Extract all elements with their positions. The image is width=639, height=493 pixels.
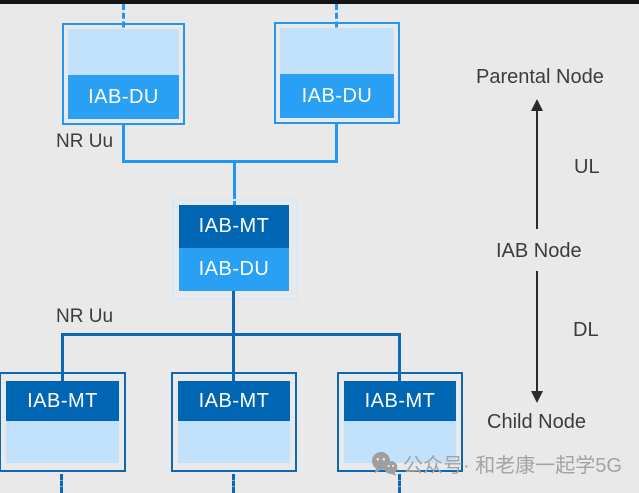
connector-to-iab-node bbox=[233, 160, 236, 206]
iab-node-frame bbox=[172, 199, 298, 300]
dashed-link-child-3 bbox=[398, 474, 401, 493]
dl-label: DL bbox=[573, 319, 599, 341]
dl-arrow-shaft bbox=[536, 271, 538, 393]
iab-node-label: IAB Node bbox=[496, 240, 582, 262]
dashed-link-parent-2 bbox=[335, 4, 338, 45]
iab-node-mt-label: IAB-MT bbox=[179, 205, 289, 248]
ul-arrow-shaft bbox=[536, 109, 538, 229]
parent-node-2-du-label: IAB-DU bbox=[280, 74, 394, 118]
parent-node-1-body bbox=[68, 29, 179, 75]
parent-node-2-body bbox=[280, 28, 394, 74]
ul-label: UL bbox=[574, 156, 600, 178]
watermark-text: 公众号· 和老康一起学5G bbox=[403, 455, 622, 477]
dl-arrow-icon bbox=[530, 271, 544, 403]
child-node-2: IAB-MT bbox=[171, 372, 297, 472]
iab-node-du-label: IAB-DU bbox=[179, 248, 289, 291]
iab-node: IAB-MT IAB-DU bbox=[179, 205, 289, 291]
child-node-3: IAB-MT bbox=[337, 372, 463, 472]
dashed-link-child-1 bbox=[60, 474, 63, 493]
nr-uu-label-top: NR Uu bbox=[56, 131, 114, 152]
parental-node-label: Parental Node bbox=[476, 66, 604, 88]
top-black-bar bbox=[0, 0, 639, 4]
connector-child-1-down bbox=[61, 333, 64, 381]
wechat-icon bbox=[372, 452, 398, 476]
child-node-1-mt-label: IAB-MT bbox=[6, 381, 119, 421]
watermark: 公众号· 和老康一起学5G bbox=[371, 449, 622, 478]
ul-arrow-head bbox=[531, 99, 543, 111]
dl-arrow-head bbox=[531, 391, 543, 403]
child-node-3-body bbox=[344, 421, 456, 463]
dashed-link-child-2 bbox=[232, 474, 235, 493]
child-node-1: IAB-MT bbox=[0, 372, 126, 472]
child-node-1-body bbox=[6, 421, 119, 463]
child-node-3-mt-label: IAB-MT bbox=[344, 381, 456, 421]
connector-iab-node-down bbox=[232, 291, 235, 381]
nr-uu-label-bottom: NR Uu bbox=[56, 306, 114, 327]
parent-node-2: IAB-DU bbox=[274, 22, 400, 124]
connector-parent-1-down bbox=[122, 125, 125, 163]
child-node-label: Child Node bbox=[487, 411, 586, 433]
parent-node-1-du-label: IAB-DU bbox=[68, 75, 179, 119]
parent-node-1: IAB-DU bbox=[62, 23, 185, 125]
connector-child-3-down bbox=[398, 333, 401, 381]
child-node-2-body bbox=[178, 421, 290, 463]
connector-lower-horizontal bbox=[61, 333, 401, 336]
child-node-2-mt-label: IAB-MT bbox=[178, 381, 290, 421]
ul-arrow-icon bbox=[530, 99, 544, 229]
connector-upper-horizontal bbox=[122, 160, 338, 163]
connector-parent-2-down bbox=[335, 124, 338, 163]
